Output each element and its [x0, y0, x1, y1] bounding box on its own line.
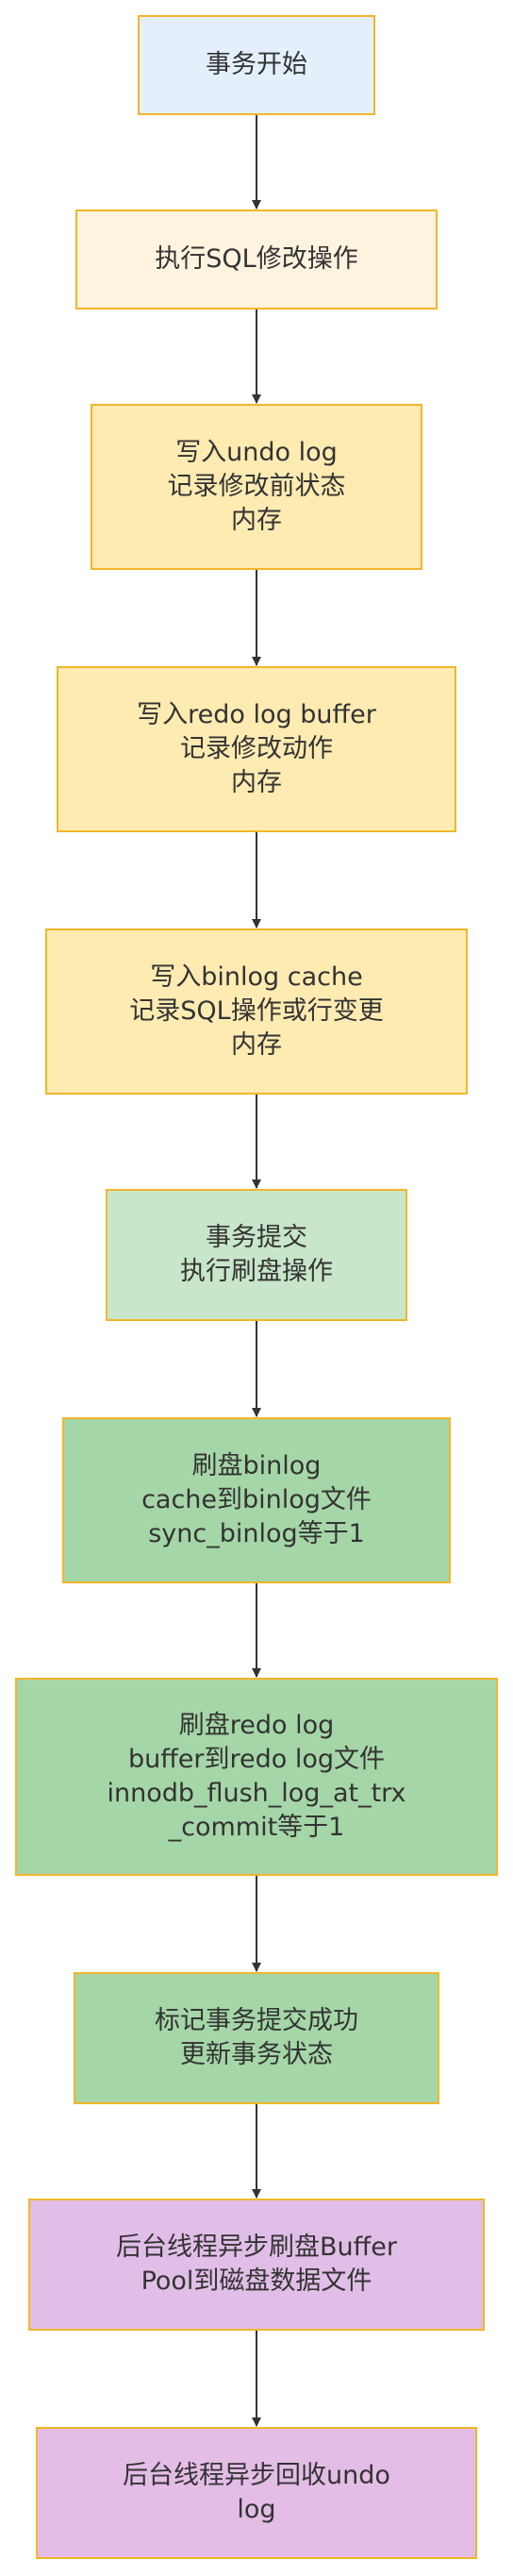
node-label: _commit等于1: [168, 1813, 345, 1842]
node-label: 写入redo log buffer: [137, 700, 376, 729]
node-write-undo-log: 写入undo log 记录修改前状态 内存: [91, 404, 422, 570]
node-label: innodb_flush_log_at_trx: [107, 1779, 406, 1808]
node-label: 写入undo log: [175, 438, 338, 467]
node-label: Pool到磁盘数据文件: [141, 2267, 372, 2296]
node-label: 刷盘binlog: [191, 1451, 322, 1480]
node-label: 记录修改前状态: [167, 472, 346, 501]
node-transaction-commit: 事务提交 执行刷盘操作: [106, 1189, 407, 1321]
node-label: buffer到redo log文件: [127, 1745, 386, 1774]
node-label: 记录SQL操作或行变更: [129, 996, 384, 1026]
node-flush-binlog: 刷盘binlog cache到binlog文件 sync_binlog等于1: [62, 1417, 451, 1583]
node-label: 记录修改动作: [180, 734, 333, 763]
node-execute-sql: 执行SQL修改操作: [75, 209, 438, 309]
node-async-purge-undo-log: 后台线程异步回收undo log: [36, 2427, 477, 2559]
node-label: log: [237, 2495, 276, 2524]
node-label: 事务提交: [206, 1223, 307, 1252]
node-label: 执行刷盘操作: [180, 1257, 333, 1286]
node-label: 更新事务状态: [180, 2040, 333, 2069]
node-label: 内存: [231, 768, 282, 797]
node-label: sync_binlog等于1: [148, 1519, 365, 1548]
node-async-flush-buffer-pool: 后台线程异步刷盘Buffer Pool到磁盘数据文件: [28, 2199, 485, 2331]
node-write-binlog-cache: 写入binlog cache 记录SQL操作或行变更 内存: [45, 928, 468, 1095]
node-label: 内存: [231, 506, 282, 535]
node-label: 后台线程异步回收undo: [123, 2461, 390, 2490]
node-label: 事务开始: [206, 50, 307, 79]
node-label: cache到binlog文件: [141, 1485, 372, 1514]
node-label: 标记事务提交成功: [155, 2006, 358, 2035]
node-label: 写入binlog cache: [150, 962, 363, 992]
node-transaction-start: 事务开始: [138, 15, 375, 115]
node-label: 内存: [231, 1030, 282, 1060]
node-flush-redo-log: 刷盘redo log buffer到redo log文件 innodb_flus…: [15, 1678, 498, 1876]
node-label: 后台线程异步刷盘Buffer: [116, 2233, 397, 2262]
node-label: 刷盘redo log: [178, 1711, 335, 1740]
node-label: 执行SQL修改操作: [155, 244, 358, 274]
node-write-redo-log-buffer: 写入redo log buffer 记录修改动作 内存: [57, 666, 456, 832]
node-mark-commit-success: 标记事务提交成功 更新事务状态: [74, 1972, 439, 2104]
